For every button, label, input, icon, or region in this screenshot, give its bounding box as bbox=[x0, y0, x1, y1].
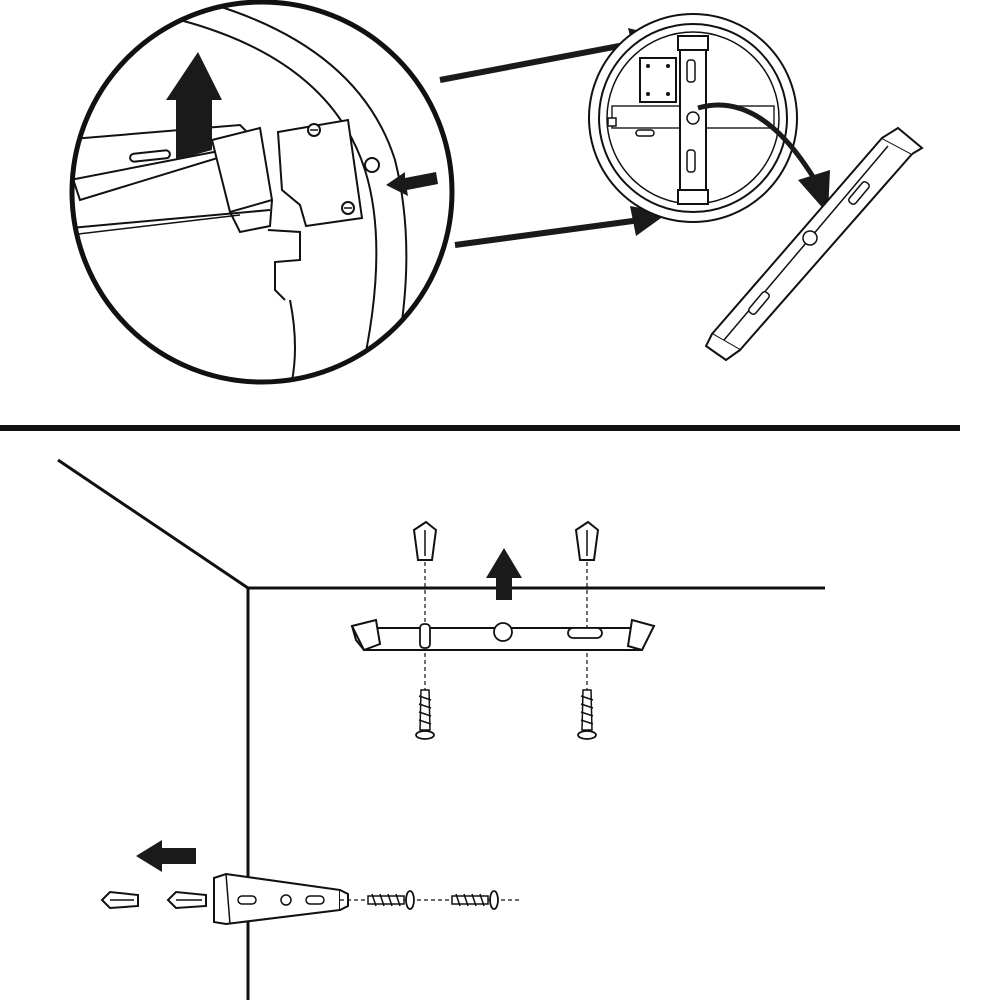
wall-anchor-icon bbox=[412, 520, 438, 561]
left-arrow-icon bbox=[136, 840, 196, 872]
wall-anchor-icon bbox=[574, 520, 600, 561]
screw-icon bbox=[577, 689, 597, 740]
screw-icon bbox=[415, 689, 435, 740]
screw-icon bbox=[451, 890, 499, 910]
bottom-panel bbox=[57, 458, 825, 1000]
mounting-bracket-icon bbox=[213, 872, 349, 926]
up-arrow-icon bbox=[486, 548, 522, 600]
top-panel bbox=[69, 0, 924, 385]
detached-bracket bbox=[704, 126, 924, 362]
up-arrow-icon bbox=[166, 52, 222, 160]
mounting-bracket-icon bbox=[350, 618, 656, 652]
magnifier-circle-icon bbox=[69, 0, 455, 385]
curved-arrow-icon bbox=[697, 102, 830, 214]
left-arrow-icon bbox=[386, 172, 438, 196]
wall-anchor-icon bbox=[100, 890, 139, 910]
round-fixture bbox=[588, 13, 830, 223]
screw-icon bbox=[367, 890, 415, 910]
wall-anchor-icon bbox=[166, 890, 207, 910]
room-corner bbox=[57, 458, 825, 1000]
